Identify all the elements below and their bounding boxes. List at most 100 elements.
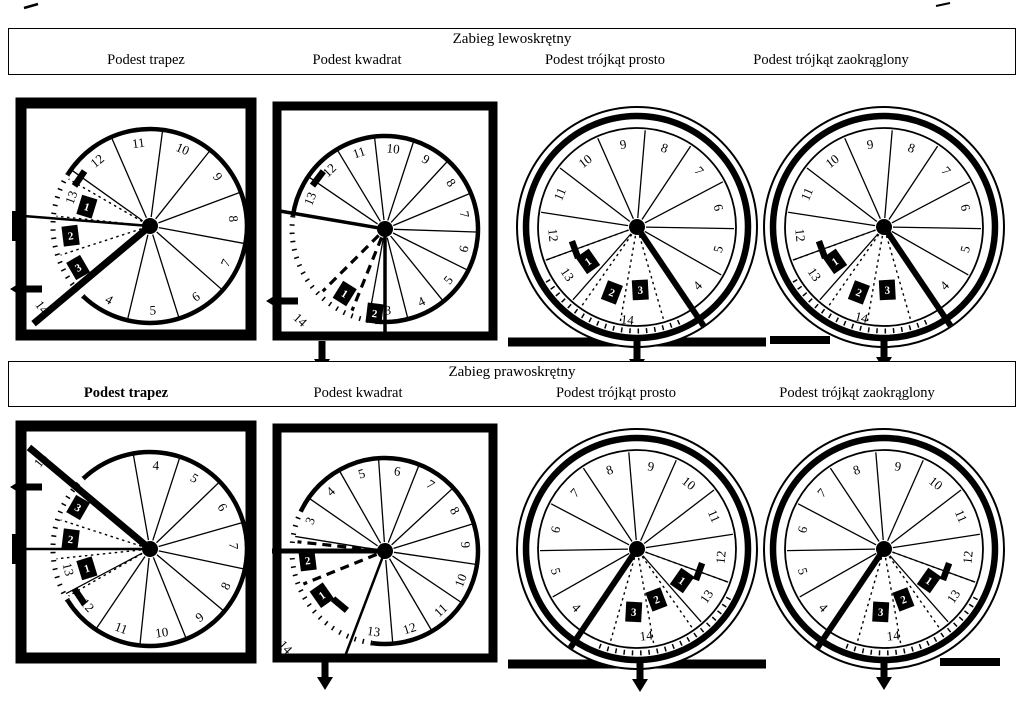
column-label-trapez-top: Podest trapez [107,52,185,68]
tread-number: 5 [356,465,367,481]
tread-boundary [393,193,470,227]
entry-step-box [61,224,80,247]
column-label-trojkat-prosto-bottom: Podest trójkąt prosto [555,385,677,401]
tread-boundary [645,533,733,549]
tread-boundary [550,503,630,546]
exit-arrow-shaft [633,341,641,360]
newel-post [142,541,158,557]
scan-artifact [935,2,951,7]
landing-edge-thick [26,444,153,552]
entry-step-divider [68,552,143,597]
tread-number: 8 [659,140,670,156]
newel-post [142,218,158,234]
tread-boundary [552,552,630,598]
tread-boundary [572,233,632,301]
tread-number: 8 [851,462,862,478]
tread-boundary [295,535,377,551]
tread-boundary [386,237,409,318]
tread-number: 6 [455,243,471,253]
entry-dotted-arc [289,510,373,646]
entry-step-marker: 1 [575,248,601,275]
tread-number: 11 [705,507,724,524]
tread-number: 12 [545,228,561,242]
tread-boundary [541,211,629,227]
tread-boundary [391,488,453,546]
tread-boundary [339,471,382,544]
entry-dotted-arc [50,476,86,602]
walking-line-tick [939,562,953,582]
entry-step-number: 1 [923,575,934,588]
walking-line-tick [309,169,326,188]
entry-step-marker: 3 [625,601,643,623]
tread-boundary [637,130,646,219]
column-label-trojkat-zaokraglony-bottom: Podest trójkąt zaokrąglony [779,385,935,401]
tread-number: 11 [797,185,816,202]
entry-step-divider [641,555,693,629]
tread-number: 8 [604,462,615,478]
entry-step-box [872,601,890,623]
tread-number: 9 [458,541,473,549]
stair-edge-circle [290,133,481,325]
tread-number: 6 [711,203,727,213]
tread-boundary [65,552,143,595]
tread-number: 10 [386,140,400,156]
column-label-kwadrat-top: Podest kwadrat [312,52,402,68]
exit-arrow-shaft [636,661,644,680]
entry-step-marker: 2 [892,587,915,612]
tread-boundary [559,167,631,223]
tread-boundary [132,455,150,541]
entry-step-divider [321,234,380,293]
entry-step-number: 1 [317,589,328,602]
entry-step-box [76,194,98,219]
tread-boundary [152,557,187,638]
tread-boundary [788,211,876,227]
tread-number: 4 [152,458,160,473]
exit-arrow-shaft [318,341,326,360]
tread-boundary [387,142,414,221]
column-label-trapez-bottom: Podest trapez [83,385,169,401]
walking-line-tick [692,562,706,582]
landing-edge-thick [634,225,707,328]
tread-boundary [309,177,378,225]
entry-step-box [309,582,335,608]
tread-boundary [158,522,242,548]
tread-boundary [393,228,476,233]
entry-step-divider [638,235,665,320]
entry-step-box [625,601,643,623]
entry-step-divider [56,549,142,560]
tread-number: 11 [351,143,368,161]
entry-step-marker: 1 [76,556,98,581]
stair-edge-circle [65,449,250,649]
tread-boundary [597,138,634,220]
tread-number: 10 [174,139,192,158]
tread-boundary [385,559,394,642]
tread-number: 12 [960,550,976,564]
entry-step-box [575,248,601,275]
tread-boundary [644,230,722,276]
tread-boundary [875,452,884,541]
tread-number: 6 [393,463,402,479]
tread-number: 13 [301,190,320,208]
tread-boundary [390,235,443,301]
tread-boundary [156,482,219,544]
tread-boundary [787,548,876,552]
entry-step-number: 3 [878,607,885,619]
tread-boundary [392,555,461,603]
tread-number: 13 [366,623,381,640]
entry-step-box [600,280,623,305]
tread-number: 5 [795,566,811,576]
tread-number: 5 [710,244,726,254]
tread-boundary [643,489,715,545]
landing-number: 14 [620,311,635,327]
header-top: Zabieg lewoskrętny Podest trapez Podest … [8,28,1016,75]
exit-arrow-shaft [880,339,888,358]
walking-line-tick [71,169,88,188]
tread-boundary [378,460,386,543]
tread-boundary [152,458,180,541]
exit-arrow-shaft [22,483,42,491]
landing-edge-thick [31,223,153,327]
